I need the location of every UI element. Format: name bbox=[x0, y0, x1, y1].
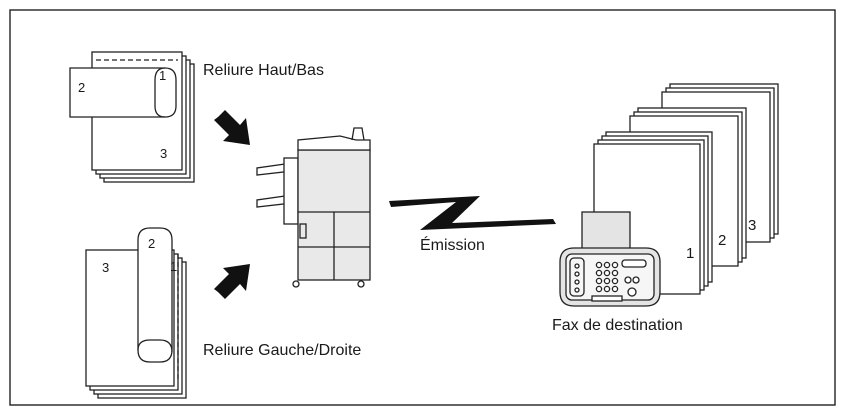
arrow-up-right-icon bbox=[214, 264, 250, 299]
destination-fax-machine bbox=[559, 211, 661, 307]
top-bottom-binding-document bbox=[69, 51, 195, 183]
received-page-number-1: 1 bbox=[686, 245, 694, 262]
label-transmission: Émission bbox=[420, 235, 485, 254]
left-right-binding-document bbox=[85, 227, 187, 399]
left-right-page-front-number: 2 bbox=[148, 236, 155, 251]
left-right-page-right-number: 1 bbox=[170, 259, 177, 274]
left-right-page-left-number: 3 bbox=[102, 260, 109, 275]
top-bottom-page-back-number: 1 bbox=[159, 68, 166, 83]
top-bottom-page-bottom-number: 3 bbox=[160, 146, 167, 161]
mfp-machine bbox=[256, 127, 371, 288]
transmission-signal-icon bbox=[389, 196, 556, 230]
label-destination-fax: Fax de destination bbox=[552, 317, 683, 334]
received-page-number-2: 2 bbox=[718, 232, 726, 249]
received-page-number-3: 3 bbox=[748, 217, 756, 234]
arrow-down-right-icon bbox=[214, 110, 250, 145]
label-top-bottom-binding: Reliure Haut/Bas bbox=[203, 62, 324, 79]
label-left-right-binding: Reliure Gauche/Droite bbox=[203, 342, 361, 359]
top-bottom-page-front-number: 2 bbox=[78, 80, 85, 95]
